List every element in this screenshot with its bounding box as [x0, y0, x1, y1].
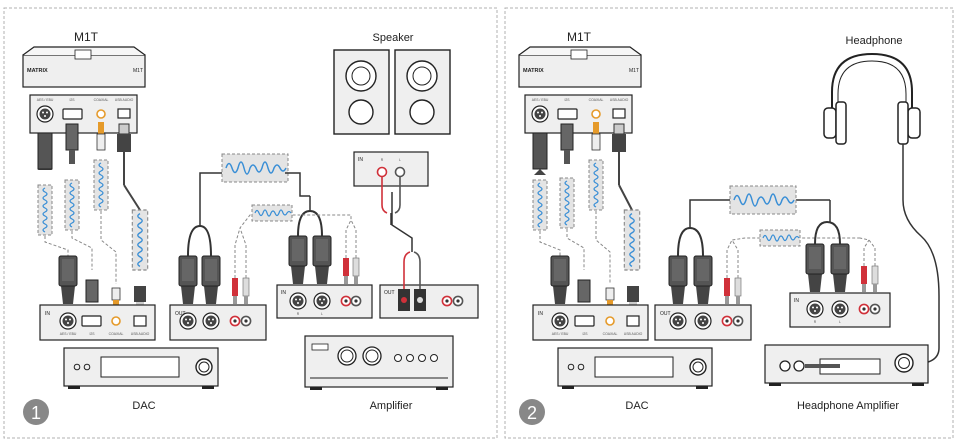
- speaker-title: Speaker: [373, 32, 414, 44]
- speaker-l-label: L: [399, 158, 401, 162]
- m1t-device: MATRIX M1T AES / EBU I2S COAXIAL USB AUD…: [22, 46, 146, 134]
- i2s-signal: [64, 179, 80, 231]
- rca-signal: [251, 204, 293, 222]
- dac2-port-label-aes: AES / EBU: [552, 332, 569, 336]
- m1t-title-2: M1T: [567, 30, 592, 44]
- headphone-amplifier-title: Headphone Amplifier: [797, 400, 899, 412]
- m1t-port-label-i2s: I2S: [69, 98, 75, 102]
- i2s-signal-2: [559, 177, 575, 229]
- m1t-model-label-2: M1T: [629, 68, 639, 74]
- coax-signal-2: [588, 159, 604, 211]
- speaker-terminal-panel: IN R L: [353, 151, 429, 225]
- aes-signal: [37, 184, 53, 236]
- amp-out-panel: OUT: [379, 192, 479, 319]
- xlr-signal-2: [729, 185, 797, 215]
- xlr-signal: [221, 153, 289, 183]
- m1t-logo-2: MATRIX: [523, 68, 544, 74]
- speaker-in-label: IN: [358, 157, 363, 163]
- hp-amp-in-label: IN: [794, 298, 799, 304]
- panel-number-badge-2: 2: [519, 399, 545, 425]
- dac-title-2: DAC: [625, 400, 648, 412]
- dac2-out-label: OUT: [660, 311, 671, 317]
- dac-port-label-usb: USB AUDIO: [131, 332, 150, 336]
- speaker-r-label: R: [381, 158, 384, 162]
- amplifier-device: [304, 335, 454, 390]
- svg-text:2: 2: [527, 403, 537, 423]
- dashed-runs-2: [539, 211, 611, 284]
- dac-port-label-i2s: I2S: [89, 332, 95, 336]
- panel-2: M1T MATRIX M1T AES / EBU I2S COAXIAL USB…: [504, 7, 954, 439]
- m1t-logo: MATRIX: [27, 68, 48, 74]
- speaker-device: [333, 49, 451, 135]
- amp-xlr-l: L: [321, 312, 323, 316]
- rca-signal-2: [759, 229, 801, 247]
- hp-amp-xlr-l: L: [839, 320, 841, 324]
- amp-xlr-r: R: [297, 312, 300, 316]
- m1t-port-label-coax: COAXIAL: [94, 98, 109, 102]
- dac-port-label-coax: COAXIAL: [109, 332, 124, 336]
- usb-signal-2: [623, 209, 641, 271]
- m1t2-port-label-i2s: I2S: [564, 98, 570, 102]
- m1t-cables: [37, 122, 141, 211]
- m1t2-port-label-aes: AES / EBU: [532, 98, 549, 102]
- dac2-port-label-usb: USB AUDIO: [624, 332, 643, 336]
- amp-in-label: IN: [281, 290, 286, 296]
- dac-out-label: OUT: [175, 311, 186, 317]
- m1t2-port-label-usb: USB AUDIO: [610, 98, 629, 102]
- dac-input-plugs-2: [550, 255, 639, 306]
- panel-1: M1T MATRIX M1T AES / EBU I2S COAXIAL USB…: [3, 7, 498, 439]
- headphone-amplifier-device: [764, 344, 929, 386]
- dac2-port-label-i2s: I2S: [582, 332, 588, 336]
- amplifier-title: Amplifier: [370, 400, 413, 412]
- usb-signal: [131, 209, 149, 271]
- hp-amp-in-panel: IN R L: [789, 200, 891, 328]
- m1t-cables-2: [532, 122, 633, 211]
- m1t-model-label: M1T: [133, 68, 143, 74]
- dac-port-label-aes: AES / EBU: [60, 332, 77, 336]
- aes-signal-2: [532, 179, 548, 231]
- dac-device: [63, 347, 219, 389]
- panel-number-badge: 1: [23, 399, 49, 425]
- dac2-port-label-coax: COAXIAL: [603, 332, 618, 336]
- dac-in-label: IN: [45, 311, 50, 317]
- amp-out-label: OUT: [384, 290, 395, 296]
- dac2-in-label: IN: [538, 311, 543, 317]
- amp-in-panel: IN R L: [276, 172, 373, 319]
- svg-text:1: 1: [31, 403, 41, 423]
- m1t2-port-label-coax: COAXIAL: [589, 98, 604, 102]
- m1t-port-label-aes: AES / EBU: [37, 98, 54, 102]
- dac-back-panel: IN AES / EBU I2S COAXIAL USB AUDIO OUT: [39, 304, 267, 341]
- coax-signal: [93, 159, 109, 211]
- headphone-title: Headphone: [846, 35, 903, 47]
- headphone-device: [823, 52, 940, 369]
- dac-title: DAC: [132, 400, 155, 412]
- dac-back-panel-2: IN AES / EBU I2S COAXIAL USB AUDIO OUT: [532, 304, 752, 341]
- dac-device-2: [557, 347, 713, 389]
- m1t-port-label-usb: USB AUDIO: [115, 98, 134, 102]
- m1t-title: M1T: [74, 30, 99, 44]
- dac-input-plugs: [58, 255, 146, 306]
- hp-amp-xlr-r: R: [814, 320, 817, 324]
